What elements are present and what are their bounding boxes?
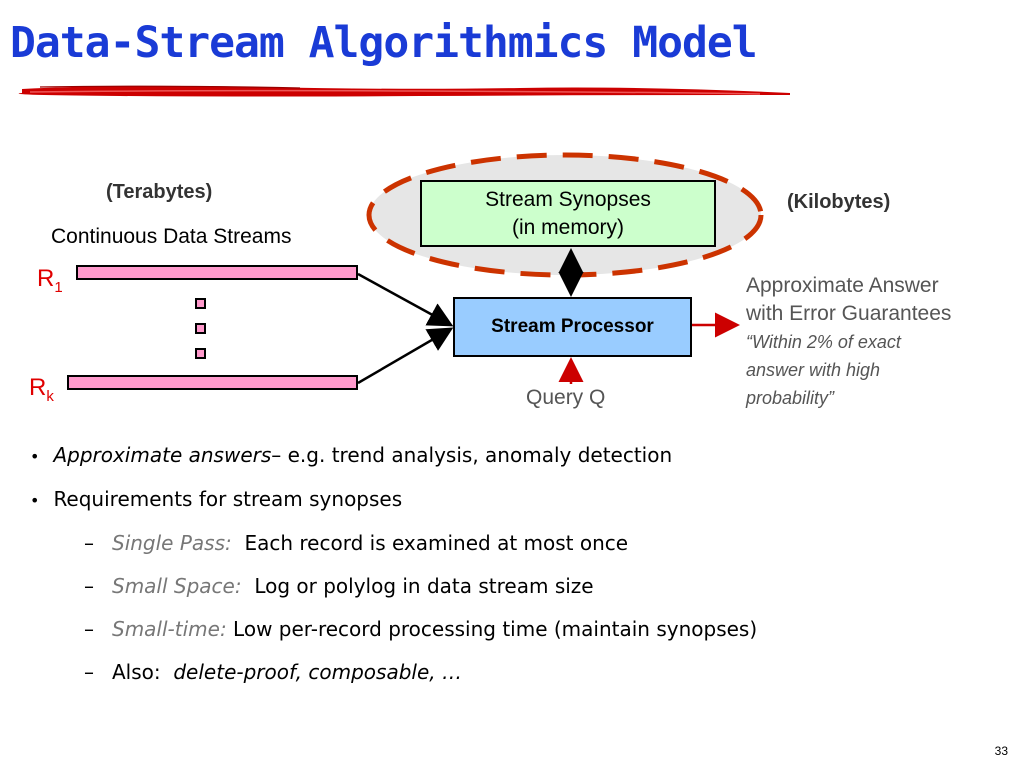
answer-quote1: “Within 2% of exact	[746, 332, 901, 352]
processor-label: Stream Processor	[491, 316, 654, 337]
r1-label: R1	[37, 265, 63, 296]
terabytes-label: (Terabytes)	[106, 181, 213, 203]
bullet-marker: •	[30, 491, 40, 510]
page-number: 33	[994, 744, 1008, 758]
stream-bar-rk	[67, 375, 358, 390]
bullet-marker: •	[30, 447, 40, 466]
stream-arrow-r1	[357, 272, 454, 327]
answer-line2: with Error Guarantees	[746, 302, 952, 325]
answer-quote2: answer with high	[746, 360, 881, 380]
title-underline	[18, 85, 790, 97]
approximate-answer: Approximate Answer with Error Guarantees…	[746, 272, 951, 412]
stream-bar-r1	[76, 265, 358, 280]
answer-line1: Approximate Answer	[746, 274, 939, 297]
synopses-line2: (in memory)	[511, 216, 624, 239]
rk-label: Rk	[29, 374, 54, 405]
answer-quote3: probability”	[746, 388, 835, 408]
synopses-line1: Stream Synopses	[485, 188, 651, 211]
stream-arrow-rk	[357, 327, 454, 385]
slide-title: Data-Stream Algorithmics Model	[10, 18, 758, 68]
stream-synopses-box: Stream Synopses (in memory)	[420, 180, 716, 247]
sub-bullet-small-space: –Small Space: Log or polylog in data str…	[84, 574, 594, 598]
query-label: Query Q	[526, 386, 606, 409]
sub-bullet-small-time: –Small-time: Low per-record processing t…	[84, 617, 758, 641]
sub-bullet-also: –Also: delete-proof, composable, …	[84, 660, 462, 684]
sub-bullet-single-pass: –Single Pass: Each record is examined at…	[84, 531, 629, 555]
bullet-requirements: •Requirements for stream synopses	[30, 487, 403, 511]
ellipsis-dot	[195, 323, 206, 334]
continuous-streams-label: Continuous Data Streams	[51, 225, 292, 248]
stream-processor-box: Stream Processor	[453, 297, 692, 357]
bullet-approximate: •Approximate answers– e.g. trend analysi…	[30, 443, 673, 467]
ellipsis-dot	[195, 298, 206, 309]
kilobytes-label: (Kilobytes)	[787, 191, 891, 213]
ellipsis-dot	[195, 348, 206, 359]
